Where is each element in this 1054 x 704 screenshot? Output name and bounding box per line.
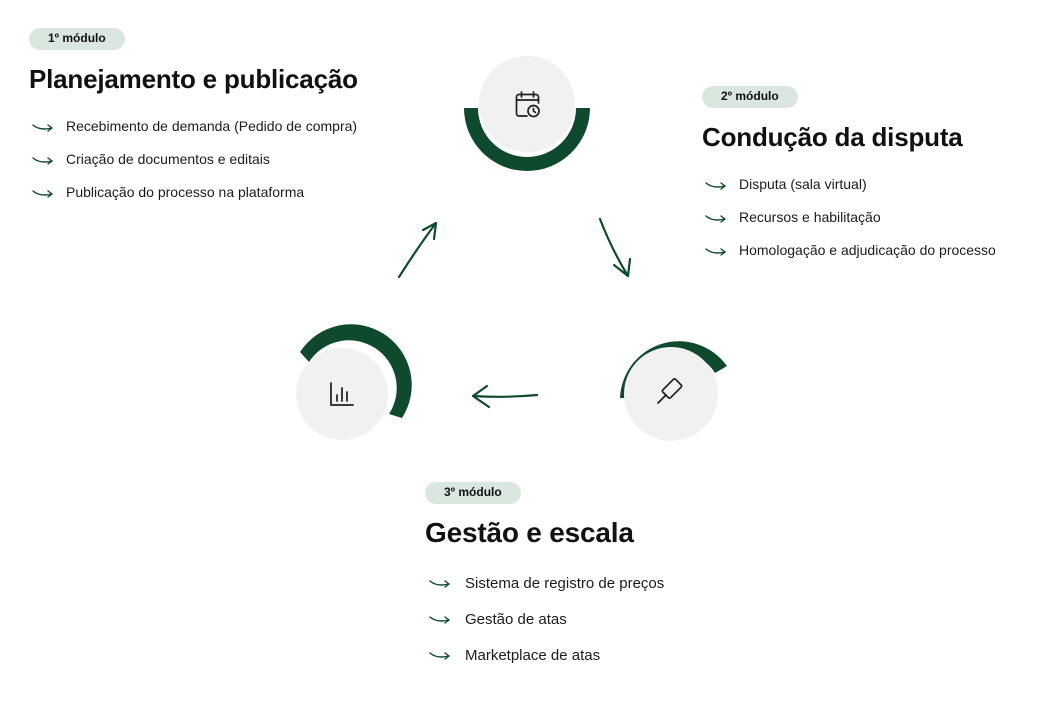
node-1-circle <box>479 56 575 152</box>
list-item-label: Criação de documentos e editais <box>66 151 270 167</box>
gavel-icon <box>657 378 683 404</box>
module-3-title: Gestão e escala <box>425 517 634 548</box>
curved-arrow-icon <box>32 123 53 132</box>
module-2-title: Condução da disputa <box>702 122 963 152</box>
list-item-label: Recebimento de demanda (Pedido de compra… <box>66 118 358 134</box>
list-item: Recursos e habilitação <box>702 201 996 234</box>
node-3-progress-arc <box>300 324 412 418</box>
list-item-label: Disputa (sala virtual) <box>739 176 867 192</box>
module-2: 2º módulo Condução da disputa Disputa (s… <box>702 86 996 267</box>
module-3: 3º módulo Gestão e escala Sistema de reg… <box>425 482 664 673</box>
flow-arrow-left <box>471 384 539 409</box>
curved-arrow-icon <box>32 156 53 165</box>
module-1-title: Planejamento e publicação <box>29 64 358 94</box>
list-item: Recebimento de demanda (Pedido de compra… <box>29 110 358 143</box>
curved-arrow-icon <box>705 214 726 223</box>
list-item-label: Marketplace de atas <box>465 646 601 664</box>
list-item: Criação de documentos e editais <box>29 143 358 176</box>
curved-arrow-icon <box>705 181 726 190</box>
node-2-circle <box>624 347 718 441</box>
list-item-label: Sistema de registro de preços <box>465 574 665 592</box>
list-item: Marketplace de atas <box>425 637 664 673</box>
list-item-label: Homologação e adjudicação do processo <box>739 242 996 258</box>
list-item: Gestão de atas <box>425 601 664 637</box>
module-3-badge: 3º módulo <box>425 482 521 504</box>
list-item-label: Publicação do processo na plataforma <box>66 184 305 200</box>
curved-arrow-icon <box>429 616 450 624</box>
node-module-2 <box>620 341 727 441</box>
module-2-items: Disputa (sala virtual) Recursos e habili… <box>702 168 996 267</box>
curved-arrow-icon <box>32 189 53 198</box>
node-1-progress-arc <box>464 108 590 171</box>
module-3-items: Sistema de registro de preços Gestão de … <box>425 565 664 673</box>
list-item-label: Recursos e habilitação <box>739 209 881 225</box>
flow-arrow-down <box>598 217 632 278</box>
bar-chart-icon <box>330 382 354 406</box>
list-item: Homologação e adjudicação do processo <box>702 234 996 267</box>
flow-arrow-up <box>397 221 438 279</box>
curved-arrow-icon <box>429 580 450 588</box>
node-module-3 <box>296 324 412 440</box>
module-2-badge: 2º módulo <box>702 86 798 108</box>
list-item: Disputa (sala virtual) <box>702 168 996 201</box>
list-item-label: Gestão de atas <box>465 610 567 628</box>
curved-arrow-icon <box>705 247 726 256</box>
calendar-clock-icon <box>515 91 540 118</box>
node-module-1 <box>464 56 590 171</box>
module-1: 1º módulo Planejamento e publicação Rece… <box>29 28 358 209</box>
curved-arrow-icon <box>429 652 450 660</box>
module-1-badge: 1º módulo <box>29 28 125 50</box>
list-item: Sistema de registro de preços <box>425 565 664 601</box>
list-item: Publicação do processo na plataforma <box>29 176 358 209</box>
module-1-items: Recebimento de demanda (Pedido de compra… <box>29 110 358 209</box>
